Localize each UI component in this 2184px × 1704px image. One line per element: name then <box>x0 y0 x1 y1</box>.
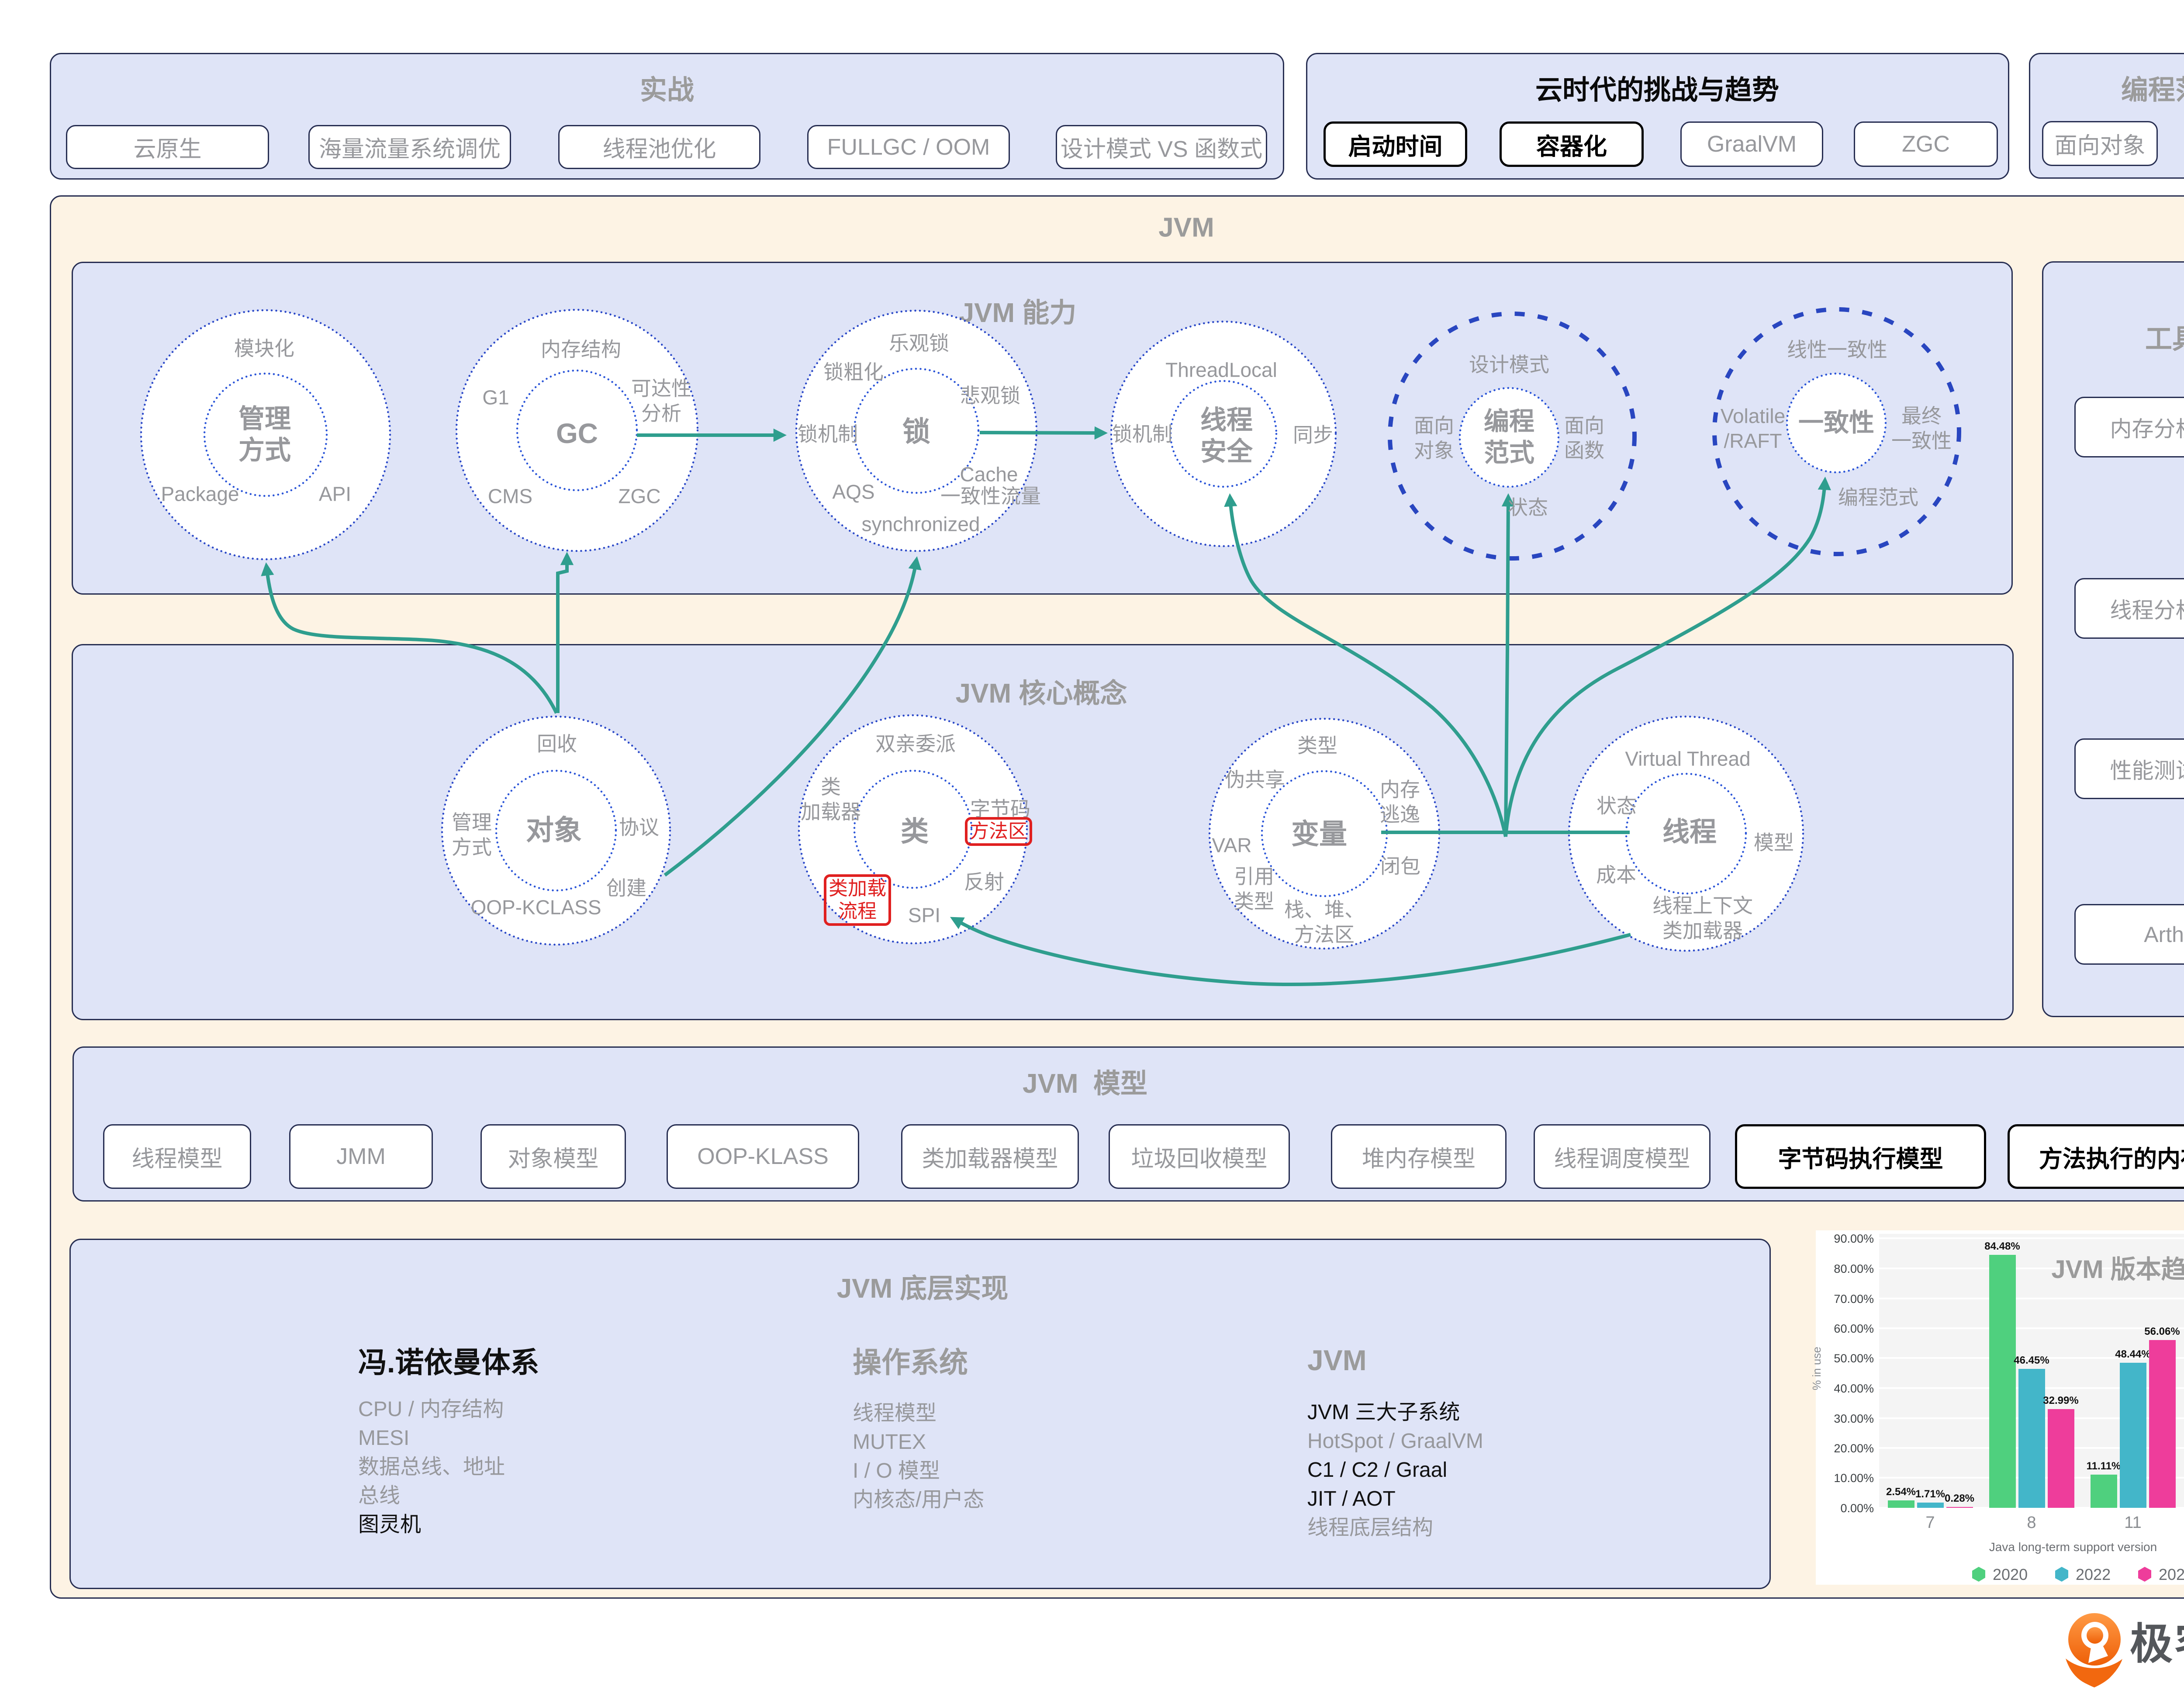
svg-text:30.00%: 30.00% <box>1834 1412 1874 1425</box>
svg-text:2.54%: 2.54% <box>1886 1486 1916 1498</box>
svg-text:2020: 2020 <box>1993 1565 2028 1583</box>
svg-text:11.11%: 11.11% <box>2087 1460 2121 1472</box>
svg-text:56.06%: 56.06% <box>2144 1326 2180 1337</box>
svg-text:60.00%: 60.00% <box>1834 1322 1874 1335</box>
svg-text:20.00%: 20.00% <box>1834 1442 1874 1455</box>
svg-text:8: 8 <box>2027 1514 2036 1532</box>
svg-text:90.00%: 90.00% <box>1834 1232 1874 1245</box>
svg-text:10.00%: 10.00% <box>1834 1472 1874 1485</box>
svg-text:2022: 2022 <box>2076 1565 2111 1583</box>
svg-text:70.00%: 70.00% <box>1834 1292 1874 1306</box>
svg-text:80.00%: 80.00% <box>1834 1262 1874 1275</box>
svg-text:11: 11 <box>2124 1514 2141 1532</box>
svg-text:84.48%: 84.48% <box>1984 1240 2020 1252</box>
svg-text:32.99%: 32.99% <box>2043 1395 2078 1406</box>
svg-text:46.45%: 46.45% <box>2014 1354 2049 1366</box>
svg-text:0.28%: 0.28% <box>1945 1493 1974 1504</box>
svg-text:50.00%: 50.00% <box>1834 1352 1874 1365</box>
svg-text:1.71%: 1.71% <box>1915 1488 1945 1500</box>
svg-text:0.00%: 0.00% <box>1840 1502 1874 1515</box>
svg-text:48.44%: 48.44% <box>2115 1348 2150 1360</box>
svg-text:JVM 版本趋势: JVM 版本趋势 <box>2051 1255 2184 1284</box>
svg-text:极客时间: 极客时间 <box>2130 1620 2184 1668</box>
svg-text:% in use: % in use <box>1810 1347 1823 1390</box>
svg-text:7: 7 <box>1925 1514 1935 1532</box>
svg-text:40.00%: 40.00% <box>1834 1382 1874 1395</box>
svg-text:Java long-term support version: Java long-term support version <box>1989 1540 2157 1554</box>
svg-text:2023: 2023 <box>2159 1565 2184 1583</box>
